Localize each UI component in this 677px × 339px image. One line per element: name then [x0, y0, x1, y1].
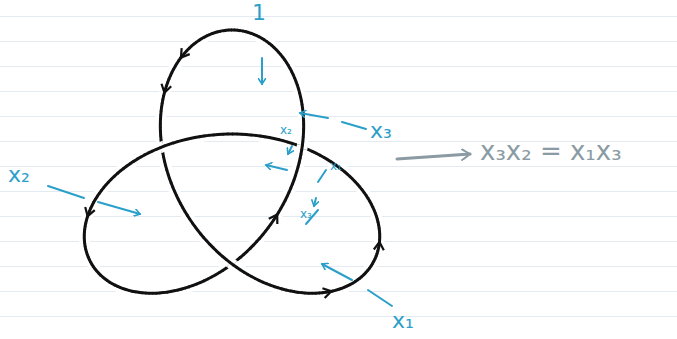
generator-label: x₁ [330, 160, 342, 172]
knot-strand [299, 89, 300, 93]
knot-halo [156, 145, 168, 149]
orientation-chevron [181, 48, 190, 57]
orientation-chevron [269, 215, 278, 224]
generator-label: 1 [252, 2, 266, 24]
relation-equation: x₃x₂ = x₁x₃ [480, 138, 622, 164]
knot-halo [282, 284, 286, 296]
trefoil-knot [84, 30, 379, 293]
orientation-chevron [322, 288, 331, 298]
knot-halo [111, 176, 114, 179]
annotation-arrows [48, 58, 392, 306]
knot-halo [299, 89, 300, 93]
implies-arrow [397, 154, 470, 159]
generator-label: x₁ [392, 310, 414, 332]
knot-strand [282, 288, 286, 292]
generator-label: x₂ [8, 164, 30, 186]
knot-strand [111, 176, 114, 179]
orientation-chevron [374, 242, 384, 250]
generator-label: x₃ [300, 208, 312, 220]
orientation-chevron [162, 84, 172, 93]
orientation-chevron [85, 207, 95, 216]
generator-label: x₃ [370, 120, 392, 142]
generator-label: x₂ [280, 124, 292, 136]
orientation-arrows [85, 48, 384, 298]
